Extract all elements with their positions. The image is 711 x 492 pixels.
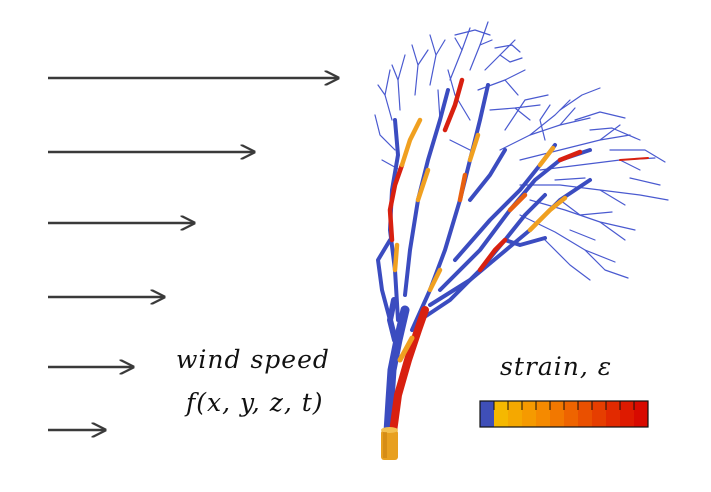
colorbar-frame bbox=[479, 400, 649, 428]
trunk-base bbox=[381, 427, 398, 460]
wind-arrows bbox=[48, 78, 338, 430]
colorbar-cell bbox=[480, 401, 494, 427]
colorbar-cell bbox=[620, 401, 634, 427]
wind-speed-label: wind speed bbox=[176, 345, 330, 374]
strain-colorbar bbox=[479, 400, 649, 428]
colorbar-cell bbox=[494, 401, 508, 427]
colorbar-cell bbox=[522, 401, 536, 427]
tree-twigs bbox=[374, 21, 669, 281]
colorbar-cell bbox=[578, 401, 592, 427]
colorbar-cell bbox=[564, 401, 578, 427]
colorbar-cells bbox=[479, 401, 648, 427]
tree-trunk bbox=[383, 297, 429, 437]
colorbar-cell bbox=[592, 401, 606, 427]
strain-label: strain, ε bbox=[500, 352, 613, 381]
tree-branches-strained bbox=[387, 77, 649, 293]
colorbar-cell bbox=[606, 401, 620, 427]
colorbar-cell bbox=[634, 401, 648, 427]
colorbar-cell bbox=[550, 401, 564, 427]
colorbar-cell bbox=[508, 401, 522, 427]
colorbar-cell bbox=[536, 401, 550, 427]
tree-illustration bbox=[374, 21, 669, 460]
wind-speed-function-label: f(x, y, z, t) bbox=[186, 388, 324, 417]
